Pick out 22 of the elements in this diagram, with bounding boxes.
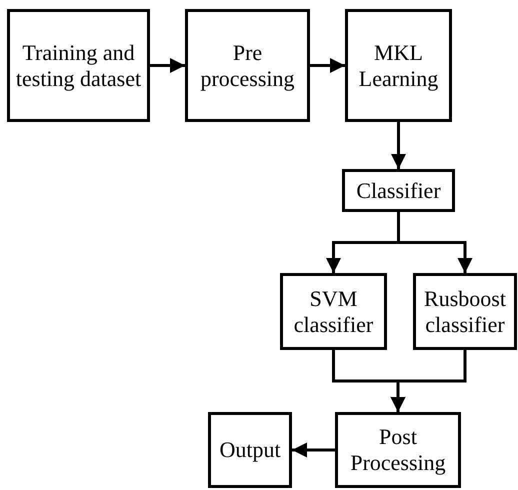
process-box <box>335 412 461 488</box>
process-box <box>208 412 292 488</box>
arrow <box>150 58 185 73</box>
box-label: Rusboost classifier <box>423 286 507 338</box>
box-label: Pre processing <box>199 40 296 92</box>
box-label: MKL Learning <box>358 40 440 92</box>
process-box <box>185 9 310 122</box>
arrow <box>292 442 335 458</box>
arrow <box>391 122 406 169</box>
process-box <box>342 169 455 212</box>
box-label: Classifier <box>356 178 441 204</box>
box-label: SVM classifier <box>292 286 374 338</box>
arrow <box>397 212 472 273</box>
box-label: Output <box>219 437 281 463</box>
box-label: Training and testing dataset <box>14 40 142 92</box>
process-box <box>413 273 517 350</box>
arrow <box>310 58 345 73</box>
process-box <box>7 9 150 122</box>
process-box <box>345 9 452 122</box>
arrow <box>390 350 466 412</box>
process-box <box>280 273 387 350</box>
box-label: Post Processing <box>349 424 447 476</box>
